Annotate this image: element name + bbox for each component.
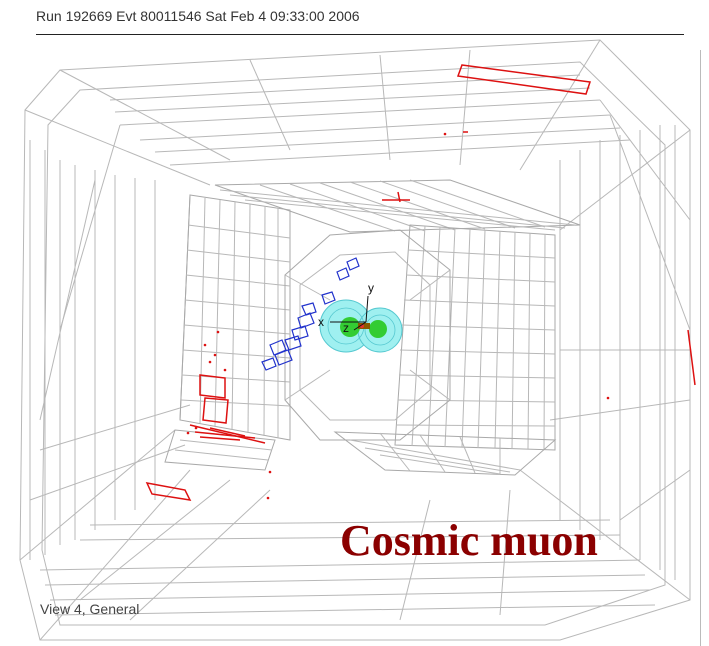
coordinate-axes: y x z bbox=[318, 281, 374, 335]
view-label: View 4, General bbox=[40, 601, 140, 617]
central-calorimeter bbox=[319, 299, 403, 353]
left-barrel-grid bbox=[179, 194, 291, 441]
inner-octagon bbox=[284, 229, 451, 441]
cosmic-muon-annotation: Cosmic muon bbox=[340, 516, 598, 565]
outer-muon-system-wireframe bbox=[19, 39, 691, 641]
bottom-chamber-plate bbox=[164, 429, 557, 476]
muon-hits bbox=[145, 64, 696, 501]
y-axis-label: y bbox=[368, 281, 374, 295]
event-info-header: Run 192669 Evt 80011546 Sat Feb 4 09:33:… bbox=[36, 8, 360, 24]
header-divider bbox=[36, 34, 684, 35]
top-chamber-plate bbox=[214, 179, 581, 233]
z-axis-label: z bbox=[343, 321, 349, 335]
right-divider bbox=[700, 50, 701, 646]
tracker-hits bbox=[261, 257, 360, 371]
x-axis-label: x bbox=[318, 315, 324, 329]
right-barrel-grid bbox=[394, 224, 556, 451]
